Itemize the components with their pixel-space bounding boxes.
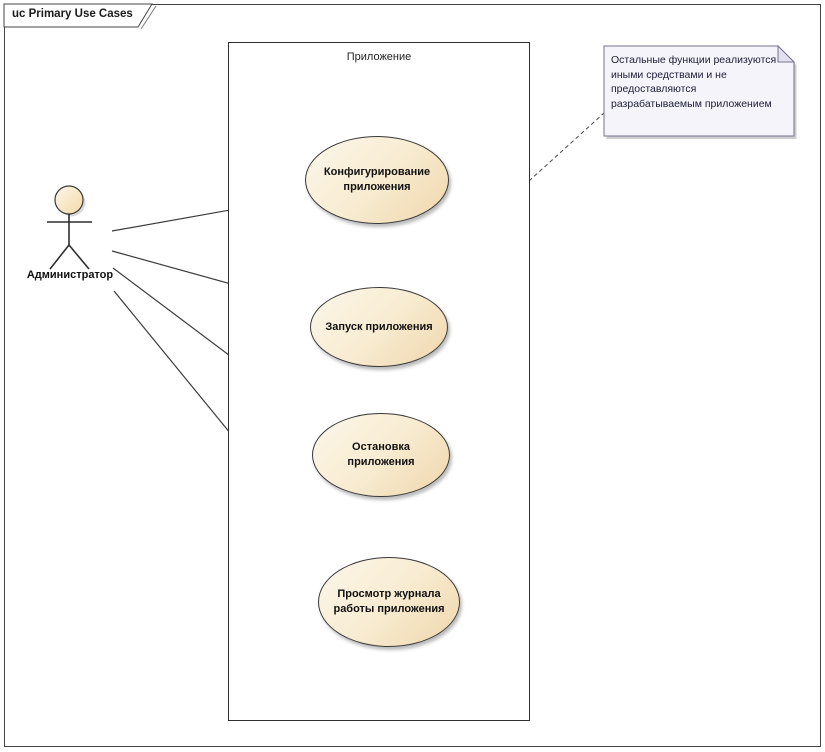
note-text-line: предоставляются xyxy=(611,83,697,96)
actor-left-leg xyxy=(49,244,70,270)
note-text-line: иными средствами и не xyxy=(611,68,727,81)
note-fold-corner xyxy=(777,44,796,63)
actor-right-leg xyxy=(68,244,90,270)
usecase-label-line: работы приложения xyxy=(333,603,445,615)
usecase-label-line: Просмотр журнала xyxy=(337,588,441,600)
note-shape[interactable] xyxy=(603,44,797,139)
actor-name-label: Администратор xyxy=(26,269,114,281)
actor-administrator[interactable] xyxy=(47,185,92,270)
usecase-label-line: Остановка xyxy=(352,441,410,453)
usecase-label-line: приложения xyxy=(343,181,411,193)
diagram-frame xyxy=(4,4,821,747)
actor-head xyxy=(54,185,84,215)
usecase-stop-app[interactable]: Остановка приложения xyxy=(312,413,450,497)
usecase-label-line: Запуск приложения xyxy=(325,320,433,333)
frame-title: uc Primary Use Cases xyxy=(12,8,133,20)
note-body xyxy=(603,45,795,137)
usecase-view-log[interactable]: Просмотр журнала работы приложения xyxy=(318,557,460,647)
usecase-label-line: Конфигурирование xyxy=(323,166,431,178)
system-boundary-label: Приложение xyxy=(346,51,412,63)
note-text: Остальные функции реализуются иными сред… xyxy=(611,53,793,111)
usecase-label-line: приложения xyxy=(347,456,415,468)
usecase-start-app[interactable]: Запуск приложения xyxy=(310,287,448,367)
note-text-line: Остальные функции реализуются xyxy=(611,54,777,66)
note-attachment-connector[interactable] xyxy=(528,112,605,182)
note-text-line: разрабатываемым приложением xyxy=(611,97,772,110)
frame-tab-accent-line xyxy=(140,5,157,30)
usecase-configure-app[interactable]: Конфигурирование приложения xyxy=(305,136,449,224)
frame-title-tab[interactable] xyxy=(3,3,153,28)
